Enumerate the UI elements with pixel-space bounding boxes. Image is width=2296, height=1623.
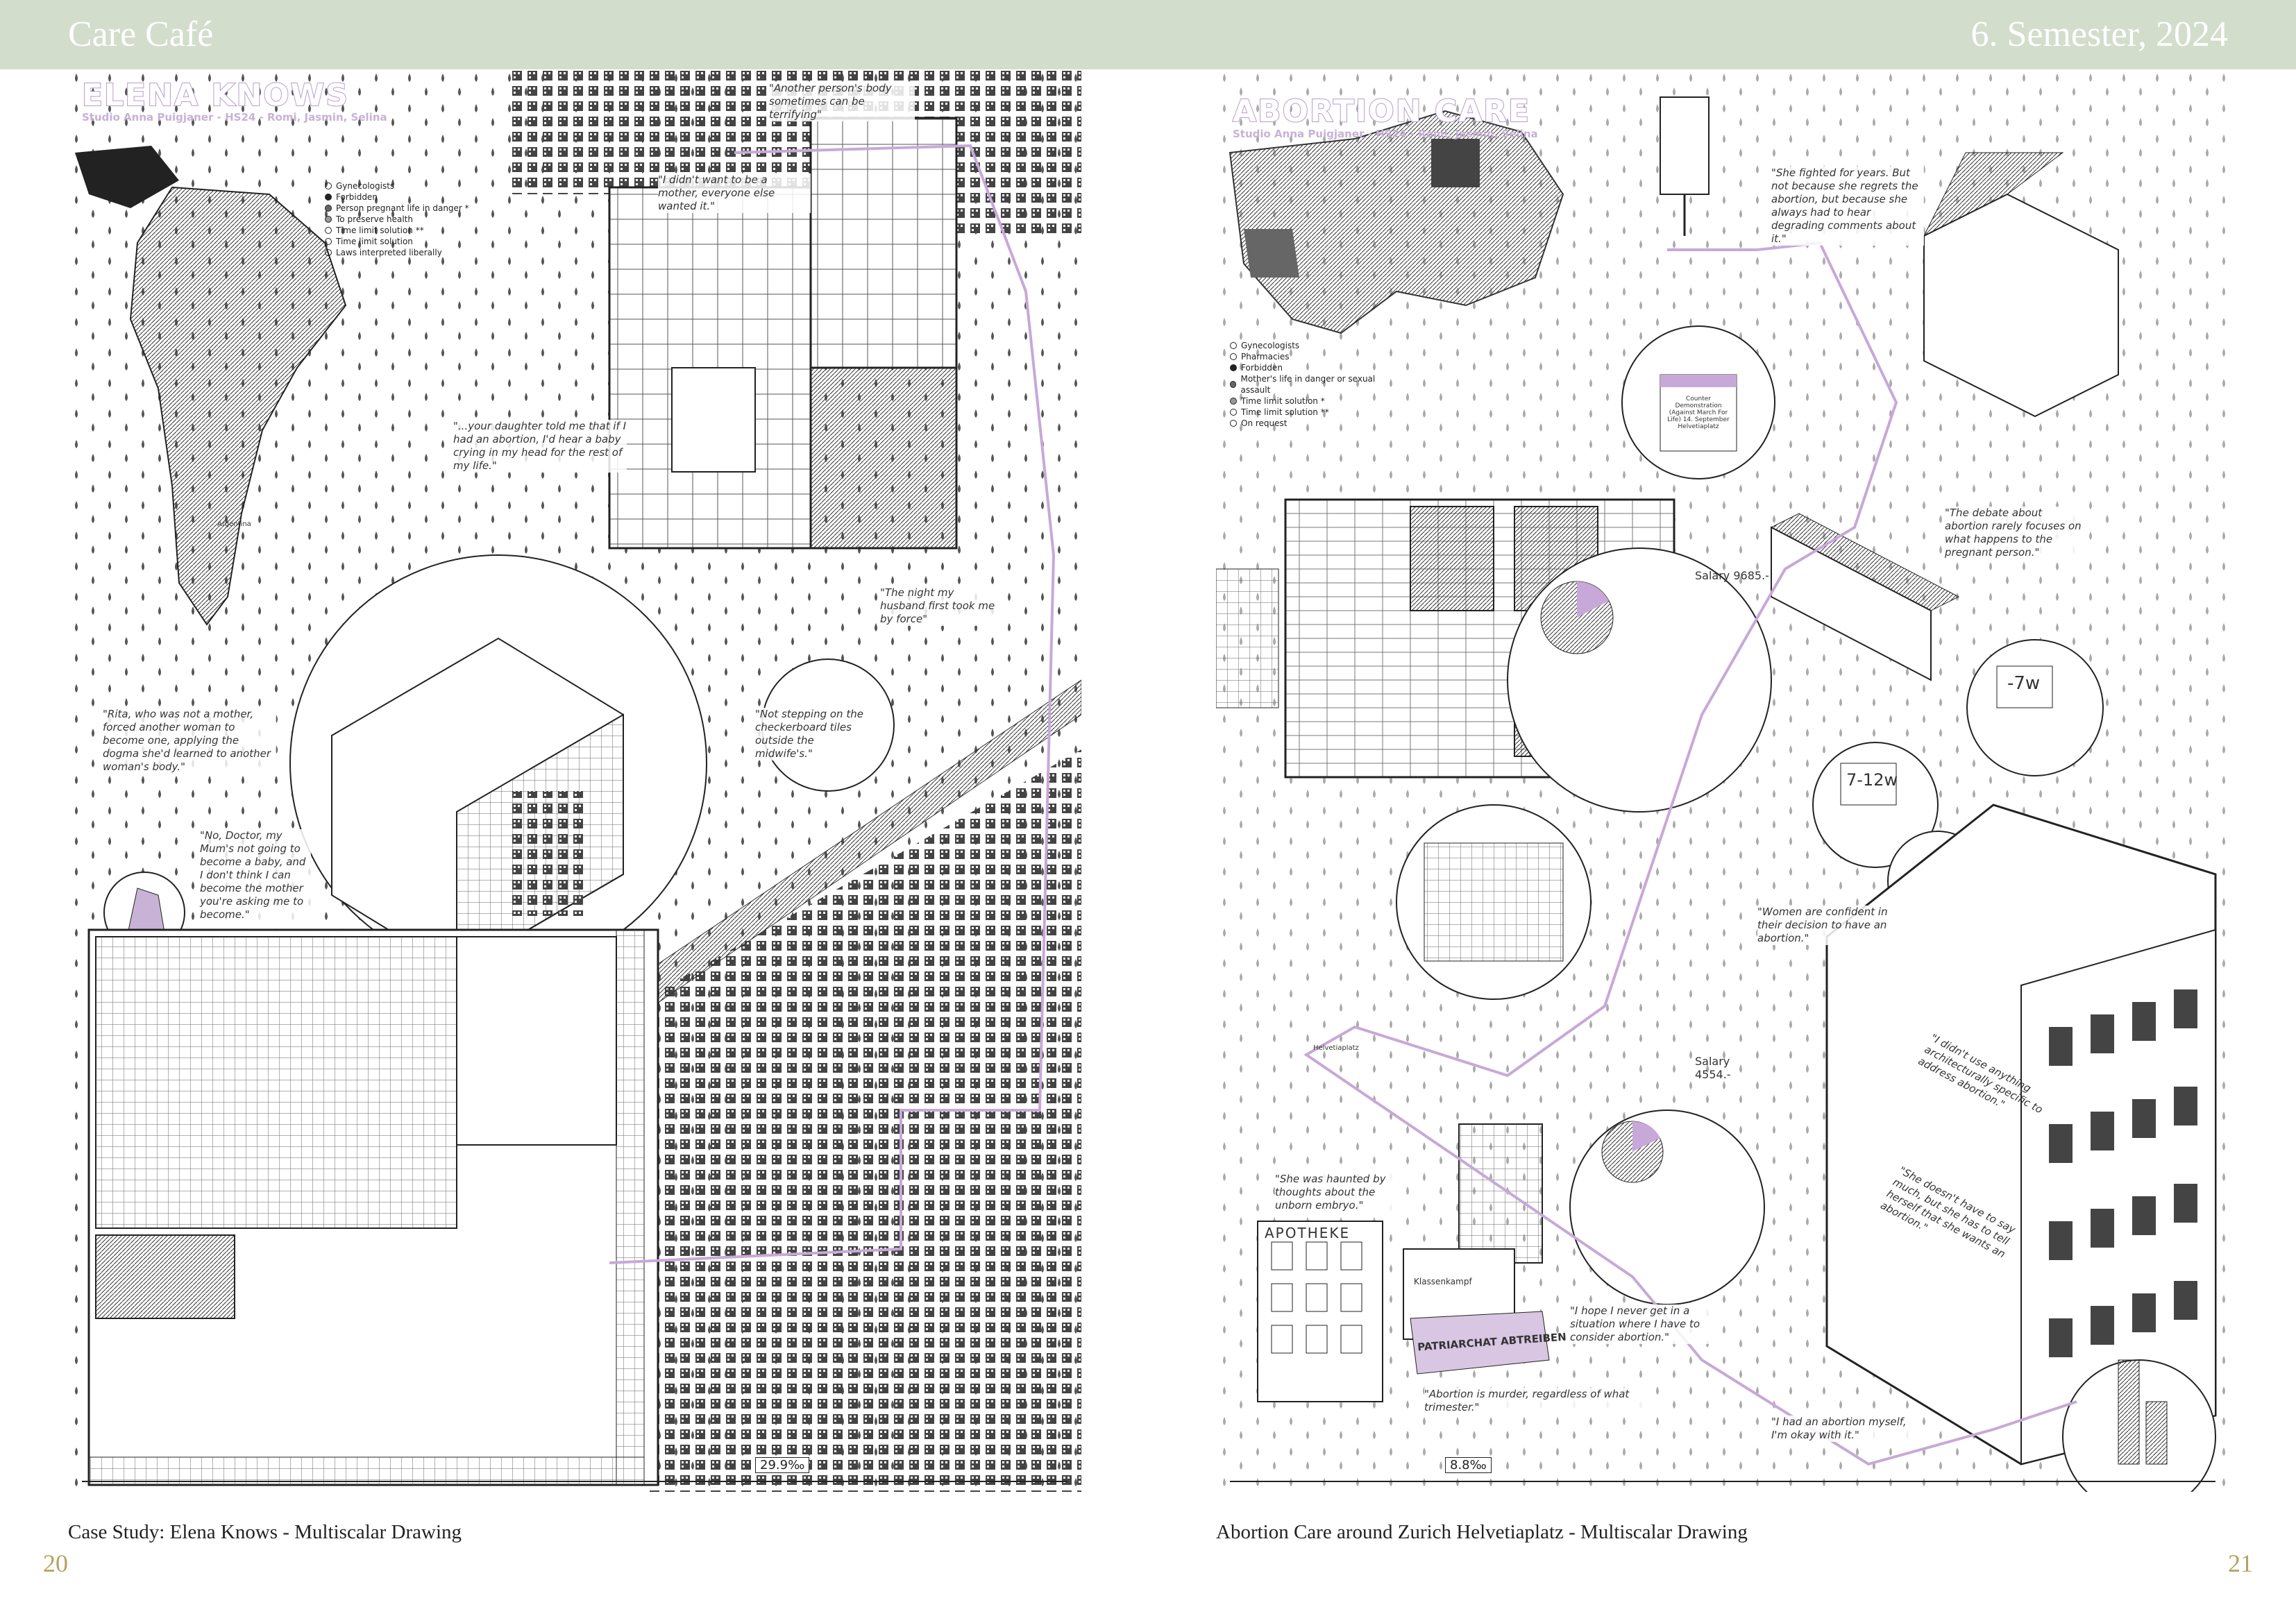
drawing-subtitle: Studio Anna Puigjaner - HS24 - Romi, Jas… xyxy=(1233,128,1538,140)
legend-item: To preserve health xyxy=(325,214,471,225)
street-label: Helvetiaplatz xyxy=(1313,1044,1359,1052)
abortion-care-artwork xyxy=(1216,69,2229,1492)
quote: "Not stepping on the checkerboard tiles … xyxy=(755,708,866,760)
legend-dot-icon xyxy=(325,194,332,201)
salary-label: Salary 4554.- xyxy=(1695,1055,1731,1081)
quote: "Rita, who was not a mother, forced anot… xyxy=(103,708,276,774)
legend-dot-icon xyxy=(1230,420,1237,427)
map-legend: Gynecologists Forbidden Person pregnant … xyxy=(325,180,471,258)
legend-item: Laws interpreted liberally xyxy=(325,247,471,258)
legend-dot-icon xyxy=(1230,342,1237,349)
quote: "Women are confident in their decision t… xyxy=(1757,906,1903,945)
legend-item: Gynecologists xyxy=(1230,340,1396,351)
demo-sign-text: Counter Demonstration (Against March For… xyxy=(1667,396,1730,430)
legend-item: Gynecologists xyxy=(325,180,471,192)
caption-left: Case Study: Elena Knows - Multiscalar Dr… xyxy=(68,1521,462,1543)
legend-dot-icon xyxy=(325,238,332,245)
header-title-left: Care Café xyxy=(68,15,214,54)
legend-item: Time limit solution ** xyxy=(325,225,471,236)
legend-item: Forbidden xyxy=(1230,362,1396,373)
legend-item: Time limit solution * xyxy=(1230,396,1396,407)
legend-dot-icon xyxy=(325,216,332,223)
week-sign: -7w xyxy=(2007,673,2041,694)
scale-label: 29.9‰ xyxy=(755,1457,810,1473)
quote: "I hope I never get in a situation where… xyxy=(1570,1305,1716,1344)
quote: "I didn't want to be a mother, everyone … xyxy=(658,173,811,213)
header-bar: Care Café 6. Semester, 2024 xyxy=(0,0,2296,69)
legend-item: Time limit solution ** xyxy=(1230,407,1396,418)
pharmacy-sign: APOTHEKE xyxy=(1265,1225,1351,1241)
map-legend: Gynecologists Pharmacies Forbidden Mothe… xyxy=(1230,340,1396,429)
salary-label: Salary 9685.- xyxy=(1695,569,1769,582)
protest-sign: Klassenkampf xyxy=(1414,1277,1472,1286)
legend-dot-icon xyxy=(1230,364,1237,371)
quote: "No, Doctor, my Mum's not going to becom… xyxy=(200,829,311,921)
legend-dot-icon xyxy=(325,182,332,189)
quote: "The night my husband first took me by f… xyxy=(880,586,998,626)
quote: "I had an abortion myself, I'm okay with… xyxy=(1771,1416,1910,1442)
legend-item: On request xyxy=(1230,418,1396,429)
quote: "Abortion is murder, regardless of what … xyxy=(1424,1388,1646,1414)
abortion-care-drawing: ABORTION CARE Studio Anna Puigjaner - HS… xyxy=(1216,69,2229,1492)
elena-knows-artwork xyxy=(68,69,1081,1492)
legend-dot-icon xyxy=(1230,409,1237,416)
drawing-title: ABORTION CARE xyxy=(1232,93,1531,130)
scale-label: 8.8‰ xyxy=(1445,1457,1492,1473)
page-number-left: 20 xyxy=(43,1549,68,1577)
drawing-title: ELENA KNOWS xyxy=(81,77,349,114)
quote: "The debate about abortion rarely focuse… xyxy=(1945,507,2084,559)
quote: "Another person's body sometimes can be … xyxy=(769,82,915,121)
drawing-subtitle: Studio Anna Puigjaner - HS24 - Romi, Jas… xyxy=(82,111,387,124)
legend-dot-icon xyxy=(325,249,332,256)
legend-item: Time limit solution xyxy=(325,236,471,247)
week-sign: 7-12w xyxy=(1846,770,1898,790)
quote: "...your daughter told me that if I had … xyxy=(453,420,627,473)
legend-item: Mother's life in danger or sexual assaul… xyxy=(1230,373,1396,396)
legend-dot-icon xyxy=(1230,353,1237,360)
legend-item: Forbidden xyxy=(325,192,471,203)
caption-right: Abortion Care around Zurich Helvetiaplat… xyxy=(1216,1521,1748,1543)
map-label: Argentina xyxy=(217,520,251,528)
legend-item: Pharmacies xyxy=(1230,351,1396,362)
legend-item: Person pregnant life in danger * xyxy=(325,203,471,214)
legend-dot-icon xyxy=(325,227,332,234)
elena-knows-drawing: ELENA KNOWS Studio Anna Puigjaner - HS24… xyxy=(68,69,1081,1492)
legend-dot-icon xyxy=(1230,381,1237,388)
legend-dot-icon xyxy=(325,205,332,212)
legend-dot-icon xyxy=(1230,398,1237,405)
page-number-right: 21 xyxy=(2228,1549,2253,1577)
header-title-right: 6. Semester, 2024 xyxy=(1970,15,2228,54)
quote: "She fighted for years. But not because … xyxy=(1771,167,1924,246)
quote: "She was haunted by thoughts about the u… xyxy=(1275,1173,1393,1212)
